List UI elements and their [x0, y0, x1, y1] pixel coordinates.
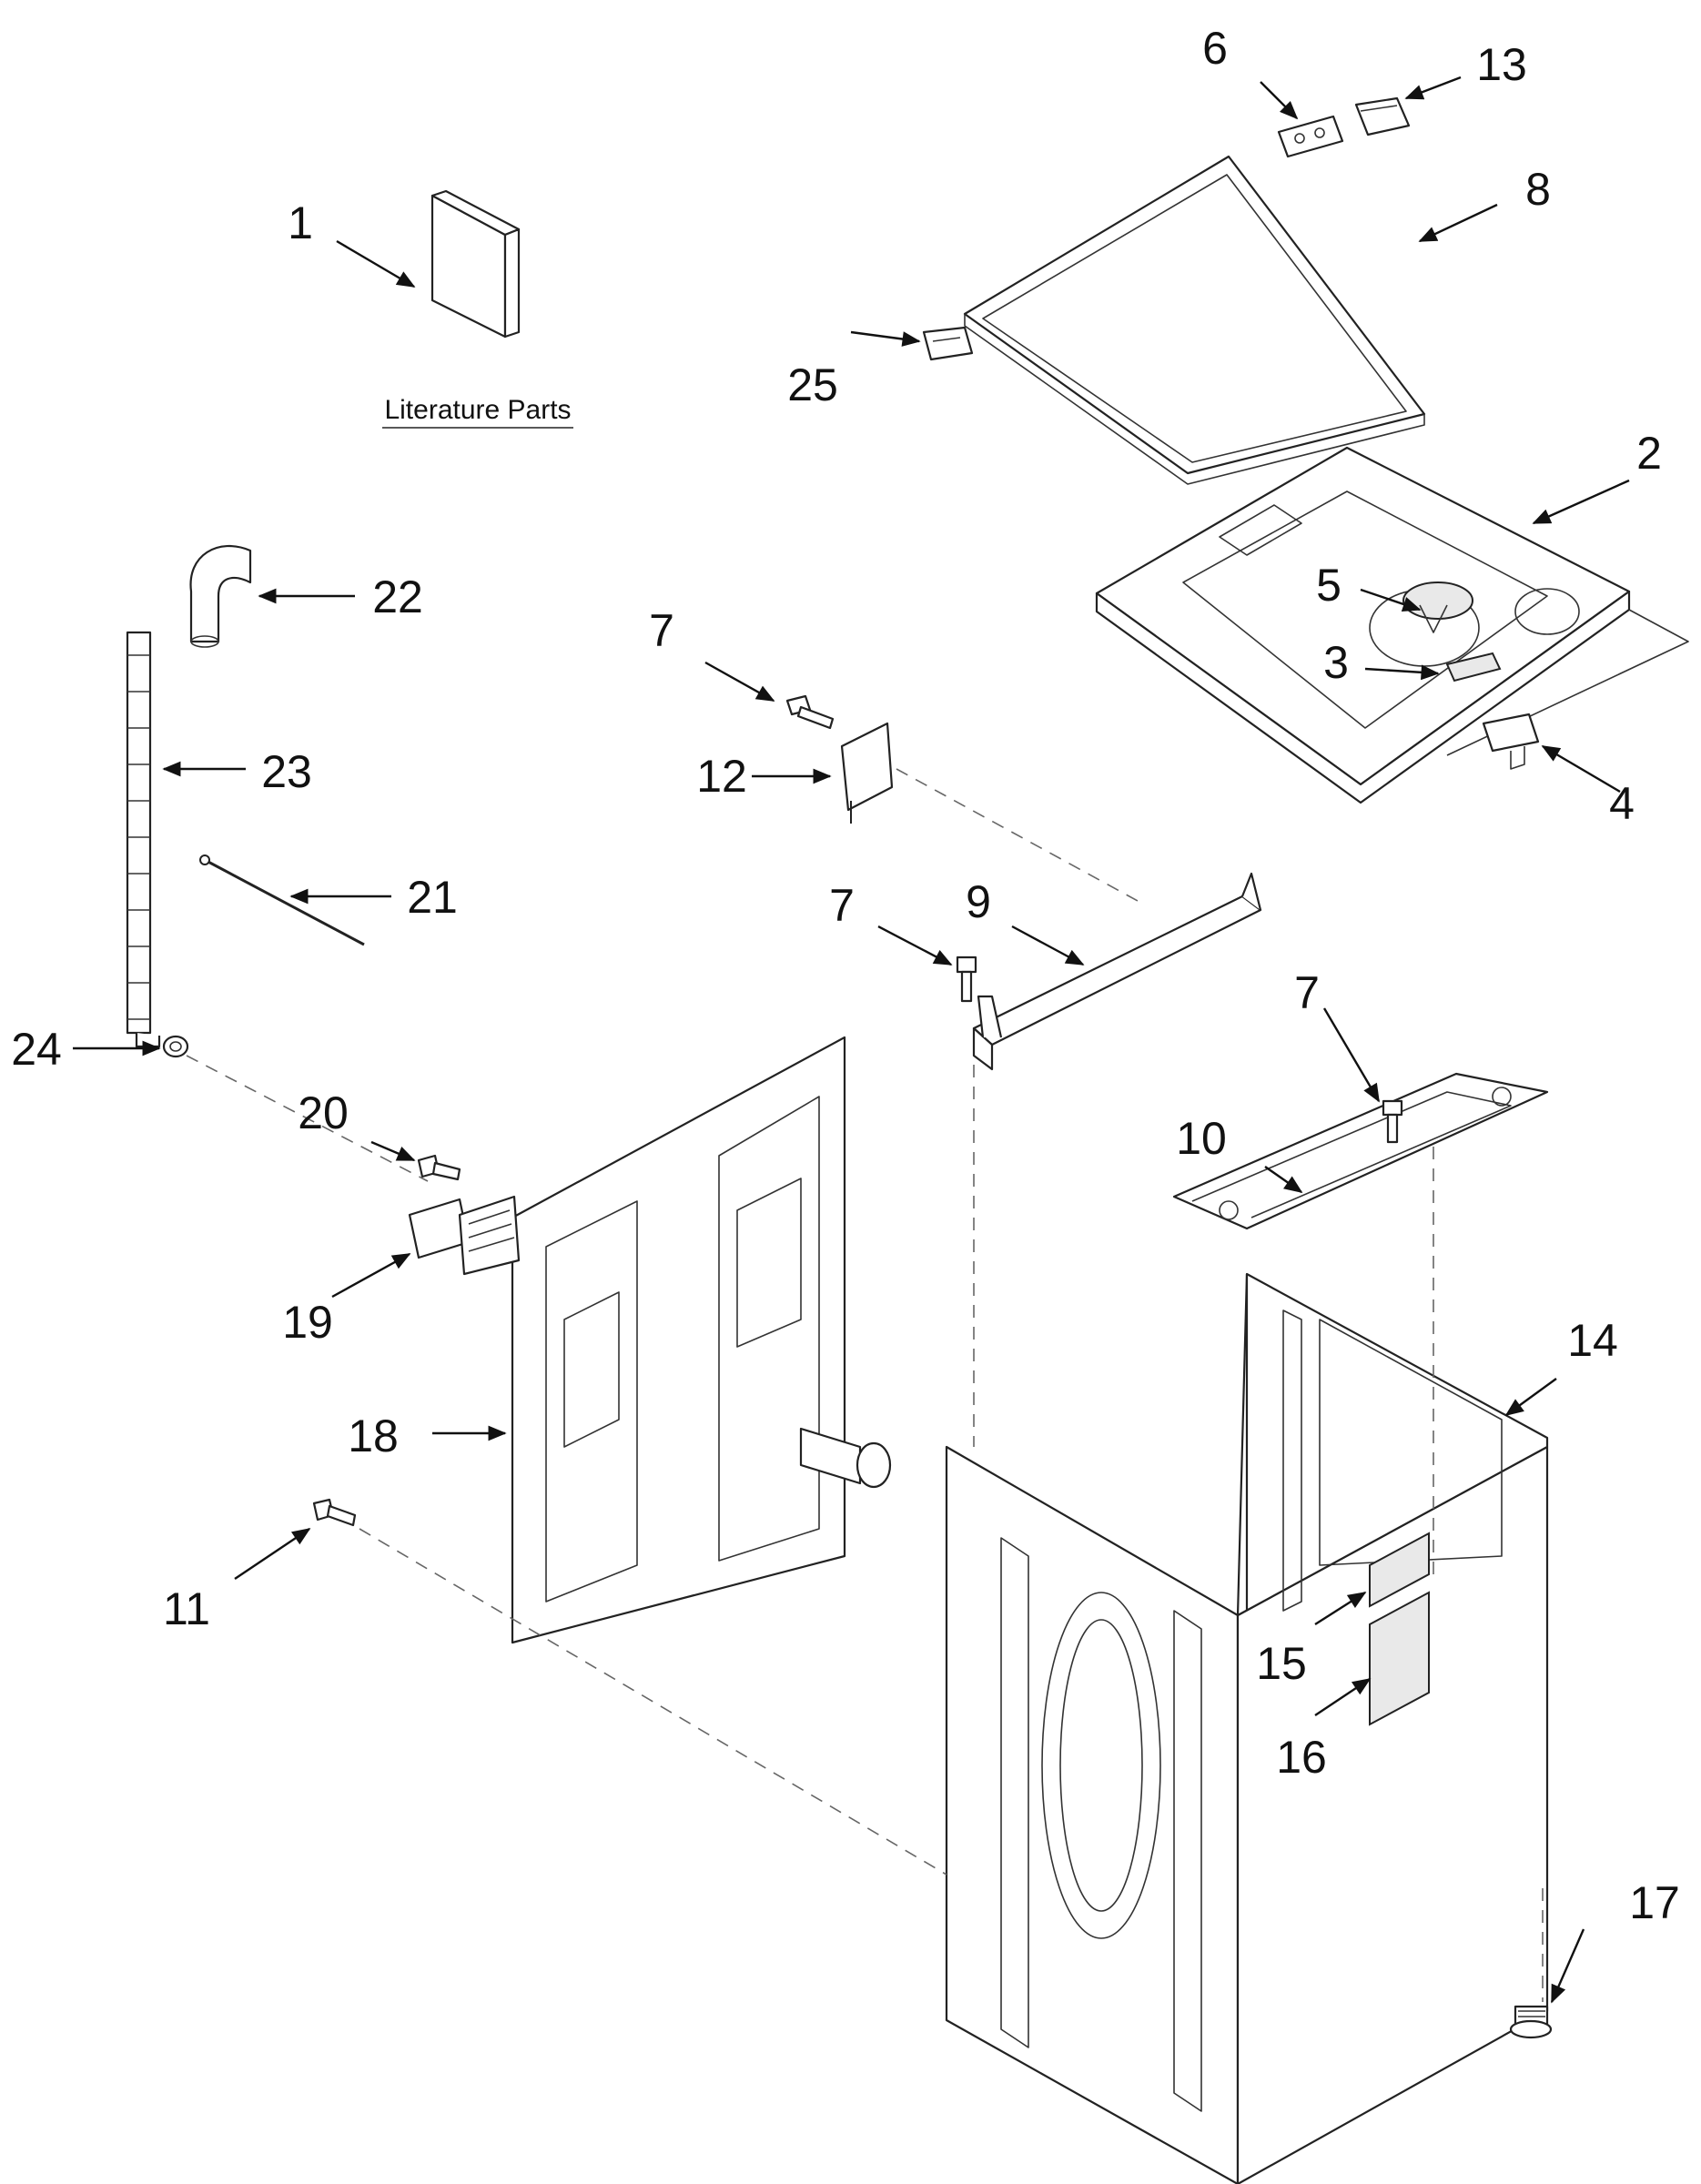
front-brace: [972, 872, 1262, 1071]
cable-tie: [199, 854, 365, 946]
callout-24: 24: [11, 1024, 62, 1075]
callout-2: 2: [1636, 428, 1662, 479]
clip: [840, 722, 894, 824]
callout-18: 18: [348, 1410, 399, 1461]
callout-8: 8: [1525, 164, 1551, 215]
literature-booklet: Literature Parts: [382, 189, 573, 429]
callout-20: 20: [298, 1087, 349, 1138]
lid: [963, 155, 1426, 485]
screw-7-middle: [956, 956, 977, 1003]
leveling-foot: [1509, 2005, 1553, 2039]
callout-5: 5: [1316, 560, 1342, 611]
callout-6: 6: [1202, 23, 1228, 74]
callout-7-middle: 7: [829, 880, 855, 931]
lid-switch-actuator: [1445, 652, 1502, 682]
callout-23: 23: [261, 746, 312, 797]
cabinet-label-15: [1369, 1532, 1430, 1608]
callout-11: 11: [163, 1583, 210, 1634]
callout-9: 9: [966, 876, 991, 927]
callout-7-right: 7: [1294, 967, 1320, 1018]
callout-7-top: 7: [649, 605, 674, 656]
callout-13: 13: [1476, 39, 1527, 90]
drain-pump: [408, 1195, 521, 1276]
drain-hose: [126, 631, 161, 1048]
screw-7-right: [1382, 1099, 1403, 1144]
callout-15: 15: [1256, 1638, 1307, 1689]
callout-21: 21: [407, 872, 458, 923]
cabinet: [945, 1272, 1549, 2184]
rear-panel-hose-outlet: [799, 1427, 892, 1489]
callout-1: 1: [288, 197, 313, 248]
drain-hose-elbow: [189, 545, 252, 648]
lid-bracket: [1354, 96, 1411, 136]
callout-4: 4: [1609, 778, 1635, 829]
screw-11: [312, 1498, 357, 1527]
rear-panel: [511, 1036, 846, 1644]
callout-25: 25: [787, 359, 838, 410]
literature-parts-caption: Literature Parts: [384, 395, 571, 425]
callout-labels: 1 2 3 4 5 6 7 7 7 8 9 10 11 12 13 14 15 …: [11, 23, 1680, 1928]
leader-lines: [73, 76, 1630, 2004]
top-panel: [1095, 446, 1689, 804]
lid-hinge-part: [1277, 115, 1344, 158]
callout-12: 12: [696, 751, 747, 802]
hose-clamp: [162, 1035, 189, 1058]
screw-20: [417, 1154, 461, 1181]
callout-17: 17: [1629, 1877, 1680, 1928]
callout-16: 16: [1276, 1732, 1327, 1783]
callout-22: 22: [372, 571, 423, 622]
screw-7-top: [785, 694, 835, 730]
rear-brace: [1172, 1072, 1549, 1230]
callout-19: 19: [282, 1297, 333, 1348]
callout-3: 3: [1323, 637, 1349, 688]
callout-10: 10: [1176, 1113, 1227, 1164]
lid-strike: [922, 326, 974, 361]
assembly-lines: [186, 768, 1544, 2002]
callout-14: 14: [1567, 1315, 1618, 1366]
lid-lock: [1482, 713, 1540, 770]
